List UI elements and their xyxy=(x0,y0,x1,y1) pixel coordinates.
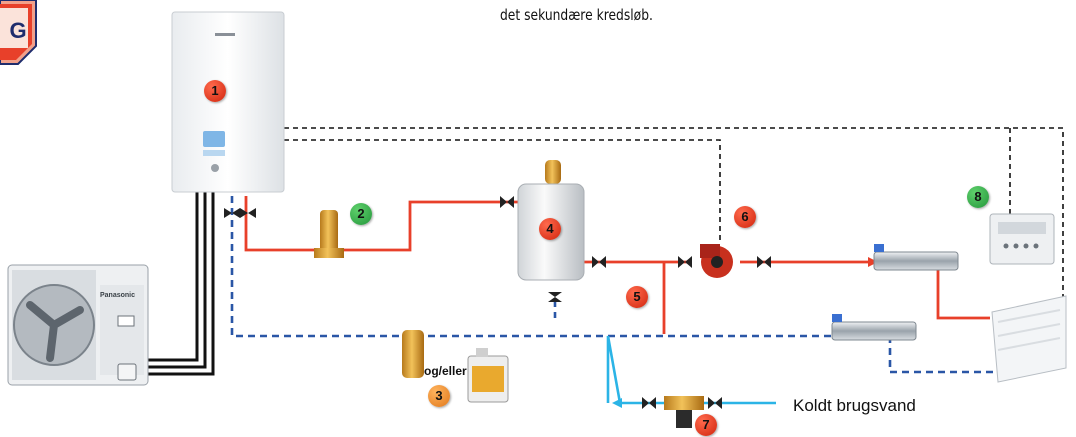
wall-controller xyxy=(989,213,1055,265)
badge-4: 4 xyxy=(539,218,561,240)
air-separator xyxy=(314,210,344,258)
outdoor-unit xyxy=(7,264,149,386)
return-pipes xyxy=(230,196,998,374)
badge-3: 3 xyxy=(428,385,450,407)
corner-badge-label: G xyxy=(9,18,27,43)
indoor-unit xyxy=(171,11,285,193)
badge-8: 8 xyxy=(967,186,989,208)
supply-manifold xyxy=(873,244,959,271)
control-wiring xyxy=(284,127,1064,310)
flow-arrow xyxy=(868,257,878,267)
valves xyxy=(224,196,771,409)
outdoor-brand: Panasonic xyxy=(100,292,135,299)
radiator xyxy=(991,295,1067,383)
cold-water-label: Koldt brugsvand xyxy=(793,396,916,415)
cold-water-pipe xyxy=(606,335,776,405)
corner-badge xyxy=(0,0,37,65)
circulation-pump xyxy=(700,244,733,278)
return-manifold xyxy=(831,314,917,341)
cold-water-arrow xyxy=(612,398,622,408)
badge-7: 7 xyxy=(695,414,717,436)
inhibitor-container xyxy=(467,348,509,403)
badge-5: 5 xyxy=(626,286,648,308)
mixing-valve xyxy=(664,396,704,428)
and-or-label: og/eller xyxy=(424,364,467,378)
caption-text: det sekundære kredsløb. xyxy=(500,6,653,24)
badge-1: 1 xyxy=(204,80,226,102)
dirt-separator xyxy=(402,330,424,378)
badge-2: 2 xyxy=(350,203,372,225)
outdoor-unit-cables xyxy=(145,190,215,376)
badge-6: 6 xyxy=(734,206,756,228)
